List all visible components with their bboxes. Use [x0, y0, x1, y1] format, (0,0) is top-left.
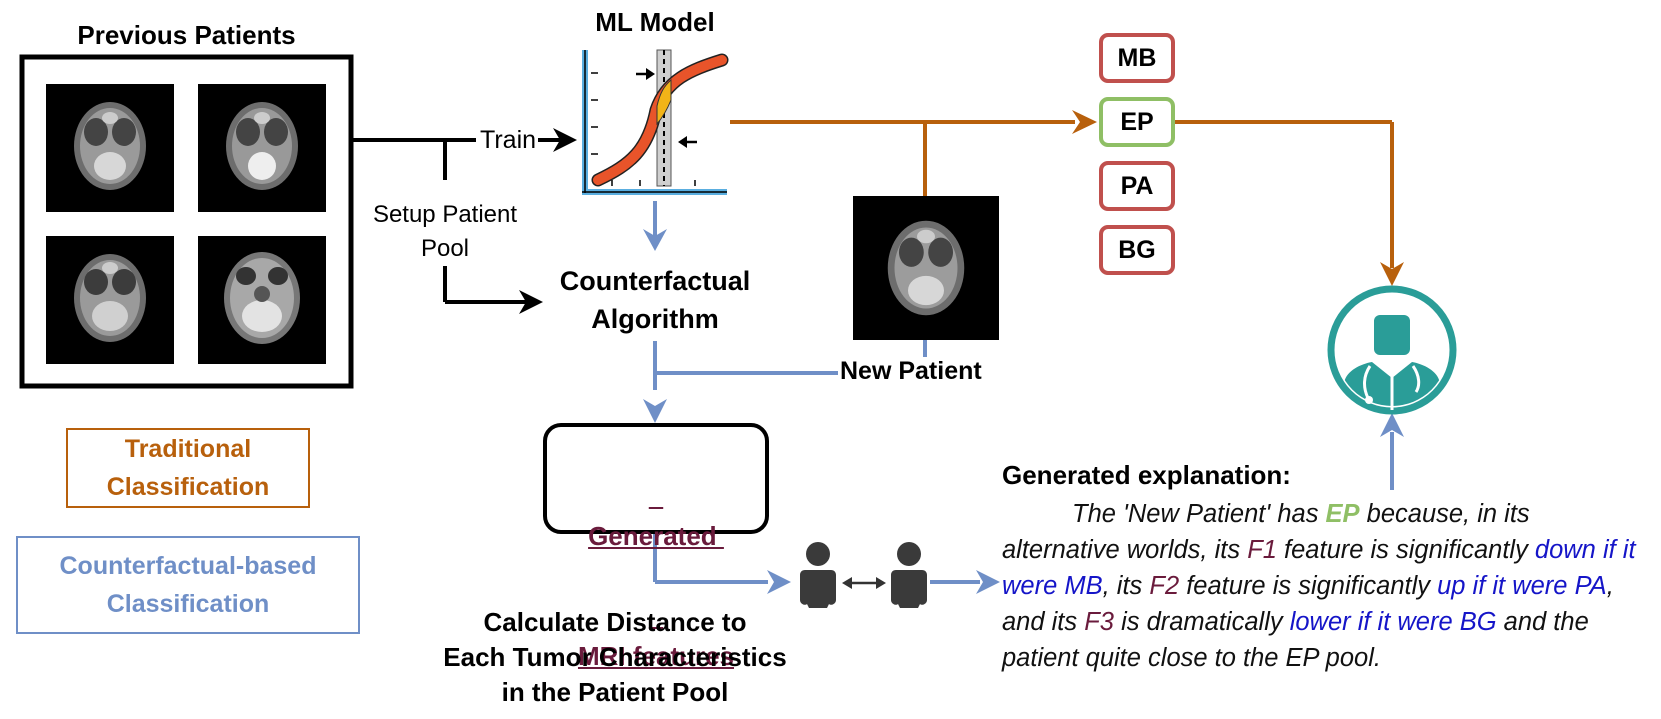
class-ep-selected: EP [1099, 97, 1175, 147]
to-doctor-blue-arrowhead [1380, 413, 1404, 437]
mri-scan-icon [853, 196, 999, 340]
class-mb: MB [1099, 33, 1175, 83]
person-icon-left [800, 542, 836, 608]
explanation-part: , its [1102, 572, 1150, 600]
new-patient-label: New Patient [840, 357, 982, 386]
to-doctor-arrowhead [1380, 262, 1404, 286]
traditional-path [730, 120, 1394, 268]
class-pa: PA [1099, 161, 1175, 211]
distance-line1: Calculate Distance to [483, 607, 747, 637]
ml-model-title: ML Model [595, 7, 715, 37]
legend-traditional: Traditional Classification [66, 428, 310, 508]
setup-pool-arrowhead [519, 290, 543, 314]
legend-counterfactual: Counterfactual-based Classification [16, 536, 360, 634]
to-explanation-arrowhead [976, 570, 1000, 594]
legend-counterfactual-line2: Classification [106, 590, 270, 618]
explanation-part: The 'New Patient' has [1072, 500, 1326, 528]
explanation-condition-mb: down if it were MB [1002, 536, 1636, 600]
setup-pool-line2: Pool [420, 235, 470, 262]
explanation-part: and the patient quite close to the EP po… [1002, 608, 1589, 672]
ml-model-chart-icon [582, 49, 729, 195]
distance-label: Calculate Distance to Each Tumor Charact… [400, 605, 830, 710]
setup-pool-line1: Setup Patient [372, 201, 518, 228]
generated-features-line2: MRI features [577, 641, 735, 671]
class-bg: BG [1099, 225, 1175, 275]
explanation-f2: F2 [1149, 572, 1180, 600]
legend-traditional-line2: Classification [106, 473, 270, 501]
explanation-part: feature is significantly [1276, 536, 1535, 564]
explanation-part: because, in its alternative worlds, its [1002, 500, 1530, 564]
setup-pool-label: Setup Patient Pool [360, 198, 530, 266]
to-counterfactual-arrowhead [643, 229, 667, 251]
explanation-part: is dramatically [1113, 608, 1290, 636]
explanation-f1: F1 [1247, 536, 1277, 564]
train-arrowhead [553, 128, 577, 152]
distance-line2: Each Tumor Characteristics [443, 642, 787, 672]
previous-patients-frame [19, 54, 354, 389]
counterfactual-line2: Algorithm [591, 304, 719, 334]
person-icon-right [891, 542, 927, 608]
explanation-part: feature is significantly [1179, 572, 1438, 600]
explanation-part: , and its [1002, 572, 1614, 636]
generated-features-line1: Generated [588, 521, 724, 551]
legend-traditional-line1: Traditional [124, 435, 252, 463]
mri-scan-icon [198, 84, 326, 212]
explanation-f3: F3 [1084, 608, 1114, 636]
train-label: Train [478, 126, 539, 155]
doctor-icon [1327, 285, 1457, 415]
explanation-text: The 'New Patient' has EP because, in its… [1002, 496, 1652, 676]
mri-scan-icon [198, 236, 326, 364]
to-person-arrowhead [767, 570, 791, 594]
explanation-ep: EP [1325, 500, 1360, 528]
to-ep-arrowhead [1072, 110, 1097, 134]
counterfactual-algorithm-label: Counterfactual Algorithm [535, 262, 775, 338]
mri-scan-icon [46, 236, 174, 364]
generated-features-box [543, 423, 769, 534]
to-features-arrowhead [643, 399, 667, 423]
generated-features-label: Generated MRI features [545, 436, 767, 716]
explanation-condition-pa: up if it were PA [1437, 572, 1607, 600]
distance-line3: in the Patient Pool [501, 677, 729, 707]
counterfactual-path [653, 201, 1394, 584]
explanation-condition-bg: lower if it were BG [1289, 608, 1497, 636]
legend-counterfactual-line1: Counterfactual-based [59, 552, 317, 580]
mri-scan-icon [46, 84, 174, 212]
counterfactual-line1: Counterfactual [559, 266, 751, 296]
previous-patients-title: Previous Patients [77, 20, 296, 50]
explanation-heading: Generated explanation: [1002, 460, 1291, 490]
